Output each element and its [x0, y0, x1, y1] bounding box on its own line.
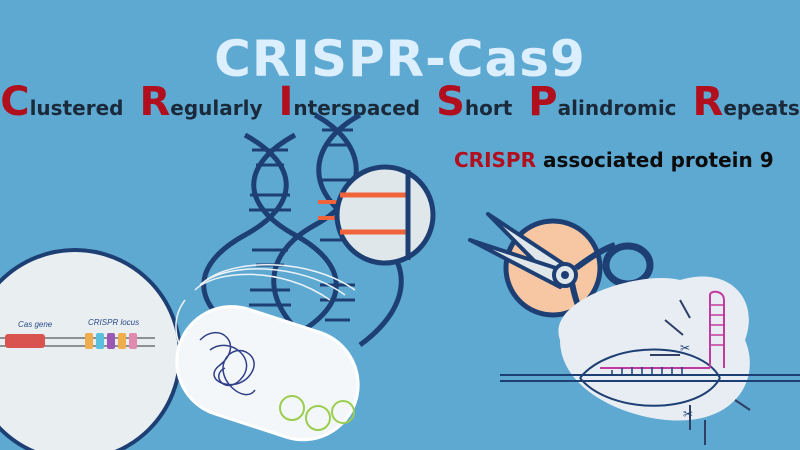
acronym-word-short: Short	[436, 79, 513, 125]
cas9-description: CRISPR associated protein 9	[454, 148, 774, 172]
bacterium-illustration	[175, 263, 360, 442]
cut-scissors-icon-top: ✂	[680, 341, 690, 355]
acronym-word-palindromic: Palindromic	[528, 79, 677, 125]
acronym-word-clustered: Clustered	[0, 79, 124, 125]
acronym-word-regularly: Regularly	[139, 79, 263, 125]
acronym-word-repeats: Repeats	[692, 79, 800, 125]
cleavage-arrows	[650, 299, 751, 445]
dna-helix-left	[201, 132, 339, 338]
genome-locus-inset: Cas gene CRISPR locus	[0, 248, 182, 450]
cas-gene-block	[5, 334, 45, 348]
page-title: CRISPR-Cas9	[214, 30, 586, 88]
repeat-magnifier	[334, 164, 436, 266]
crispr-locus-label: CRISPR locus	[88, 318, 139, 327]
cas-gene-label: Cas gene	[18, 320, 53, 329]
cut-scissors-icon-bottom: ✂	[683, 407, 693, 421]
cas9-dna-complex: ✂ ✂	[500, 276, 800, 445]
cas9-scissors-icon	[468, 212, 654, 344]
